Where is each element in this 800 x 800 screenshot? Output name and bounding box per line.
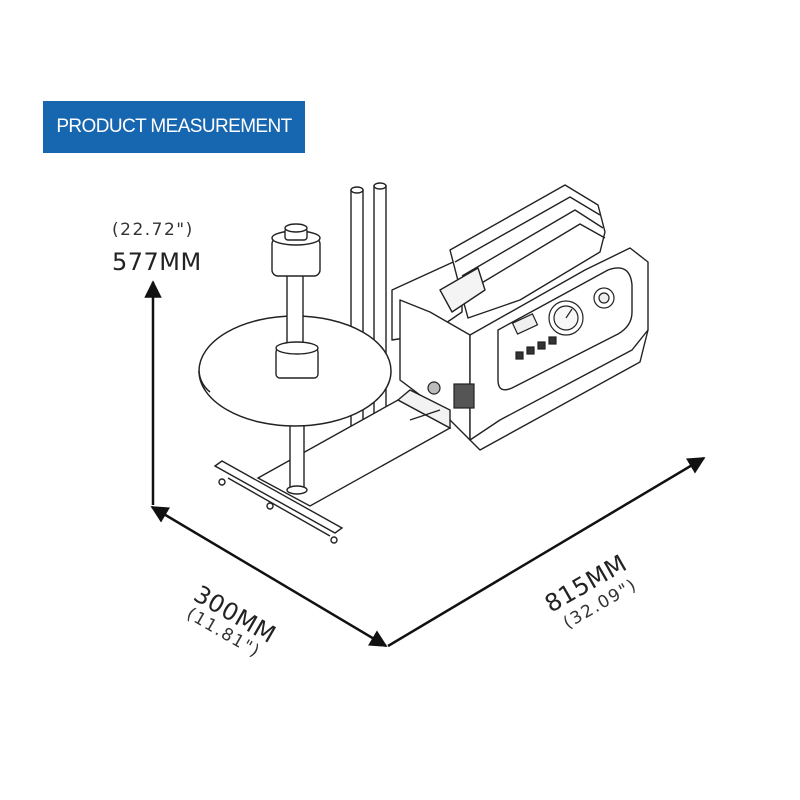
depth-arrow <box>150 505 388 648</box>
control-panel <box>427 287 615 409</box>
reel-hub <box>271 223 321 379</box>
side-connector <box>427 381 441 395</box>
button-1 <box>515 351 524 360</box>
button-3 <box>537 341 546 350</box>
height-mm-label: 577MM <box>112 248 202 276</box>
base-plate <box>213 389 452 544</box>
button-4 <box>548 336 557 345</box>
section-title-banner: PRODUCT MEASUREMENT <box>43 101 305 153</box>
button-2 <box>526 346 535 355</box>
height-inch-label: (22.72") <box>112 220 194 240</box>
fan-vent <box>453 383 475 409</box>
section-title: PRODUCT MEASUREMENT <box>56 116 292 137</box>
dimension-arrows <box>144 280 706 648</box>
width-arrow <box>387 456 706 648</box>
display-screen <box>511 313 539 335</box>
